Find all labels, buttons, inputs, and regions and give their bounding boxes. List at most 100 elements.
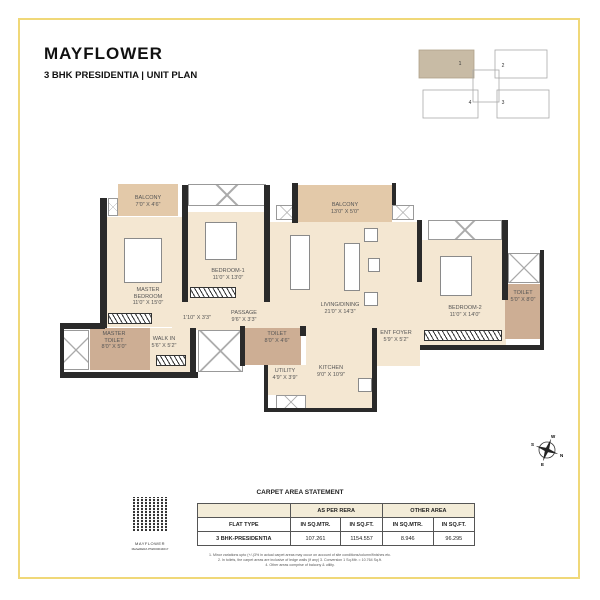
group-header: OTHER AREA	[381, 503, 476, 518]
wall	[540, 250, 544, 350]
wardrobe	[108, 313, 152, 324]
column-header: IN SQ.FT.	[432, 517, 476, 532]
label-passage-extra: 1'10" X 3'3"	[182, 315, 212, 321]
wall	[264, 185, 270, 302]
table-cell: 107.261	[289, 531, 342, 546]
room-balcony-left	[118, 184, 178, 216]
compass-n: N	[560, 453, 563, 458]
key-plan-unit-3	[496, 89, 550, 119]
room-master-toilet	[90, 328, 150, 370]
coffee-table	[368, 258, 380, 272]
table-row: 3 BHK-PRESIDENTIA 107.261 1154.557 8.946…	[197, 531, 476, 546]
armchair	[364, 228, 378, 242]
compass-s: S	[531, 442, 534, 447]
room-ent-foyer	[375, 328, 420, 366]
table-header-row: FLAT TYPE IN SQ.MTR. IN SQ.FT. IN SQ.MTR…	[197, 517, 476, 532]
table-cell: 3 BHK-PRESIDENTIA	[197, 531, 291, 546]
key-plan-unit-2	[494, 49, 548, 79]
shaft	[63, 330, 89, 370]
shaft	[188, 184, 266, 206]
wall	[264, 408, 377, 412]
sofa	[344, 243, 360, 291]
column-header: IN SQ.MTR.	[381, 517, 434, 532]
dining-table	[290, 235, 310, 290]
key-plan-label-2: 2	[502, 63, 505, 69]
shaft	[428, 220, 502, 240]
group-header: AS PER RERA	[289, 503, 383, 518]
key-plan: 1 2 3 4	[418, 49, 550, 119]
key-plan-unit-1	[418, 49, 475, 79]
shaft	[392, 205, 414, 220]
armchair	[364, 292, 378, 306]
wall	[417, 220, 422, 282]
wall	[502, 220, 508, 300]
project-title: MAYFLOWER	[44, 44, 163, 63]
column-header: FLAT TYPE	[197, 517, 291, 532]
key-plan-label-1: 1	[459, 61, 462, 67]
wall	[60, 323, 64, 378]
column-header: IN SQ.MTR.	[289, 517, 342, 532]
wall	[182, 185, 188, 302]
shaft	[198, 330, 243, 372]
bed-1	[205, 222, 237, 260]
qr-rera-number: MahaRERA P52000044617	[131, 547, 169, 551]
room-toilet-right	[505, 284, 540, 339]
room-toilet-mid	[245, 328, 301, 365]
qr-code[interactable]	[133, 497, 167, 531]
wall	[240, 326, 245, 366]
compass-rose-icon: W N E S	[531, 434, 563, 467]
footnote: 4. Other areas comprise of balcony & uti…	[265, 563, 335, 567]
table-cell: 96.295	[432, 531, 476, 546]
table-cell: 8.946	[381, 531, 434, 546]
key-plan-unit-4	[422, 89, 479, 119]
wall	[190, 328, 196, 378]
wardrobe	[156, 355, 186, 366]
stove	[358, 378, 372, 392]
key-plan-label-4: 4	[469, 100, 472, 106]
wall	[300, 326, 306, 336]
wall	[372, 328, 377, 411]
footnote: 1. Minor variations upto (+/-)3% in actu…	[208, 553, 392, 557]
room-kitchen	[306, 330, 375, 410]
bed-2	[440, 256, 472, 296]
qr-brand: MAYFLOWER	[135, 541, 165, 546]
shaft	[108, 198, 118, 216]
room-passage	[172, 300, 272, 330]
table-corner	[197, 503, 291, 518]
key-plan-label-3: 3	[502, 100, 505, 106]
wall	[292, 183, 298, 223]
bed-master	[124, 238, 162, 283]
room-balcony-top	[298, 185, 392, 223]
key-plan-core	[472, 69, 500, 103]
table-cell: 1154.557	[340, 531, 383, 546]
wall	[100, 198, 107, 328]
footnote: 2. In toilets, the carpet areas are incl…	[217, 558, 383, 562]
carpet-area-title: CARPET AREA STATEMENT	[256, 489, 344, 496]
carpet-area-table: AS PER RERA OTHER AREA FLAT TYPE IN SQ.M…	[197, 503, 476, 546]
wall	[60, 372, 198, 378]
room-utility	[266, 365, 306, 395]
wall	[420, 345, 544, 350]
wardrobe	[424, 330, 502, 341]
compass-e: E	[541, 462, 544, 467]
footnotes: 1. Minor variations upto (+/-)3% in actu…	[0, 553, 600, 568]
compass-w: W	[551, 434, 556, 439]
page-frame	[18, 18, 580, 579]
shaft	[508, 253, 540, 283]
wall	[60, 323, 105, 329]
wall	[264, 365, 268, 410]
shaft	[276, 395, 306, 409]
